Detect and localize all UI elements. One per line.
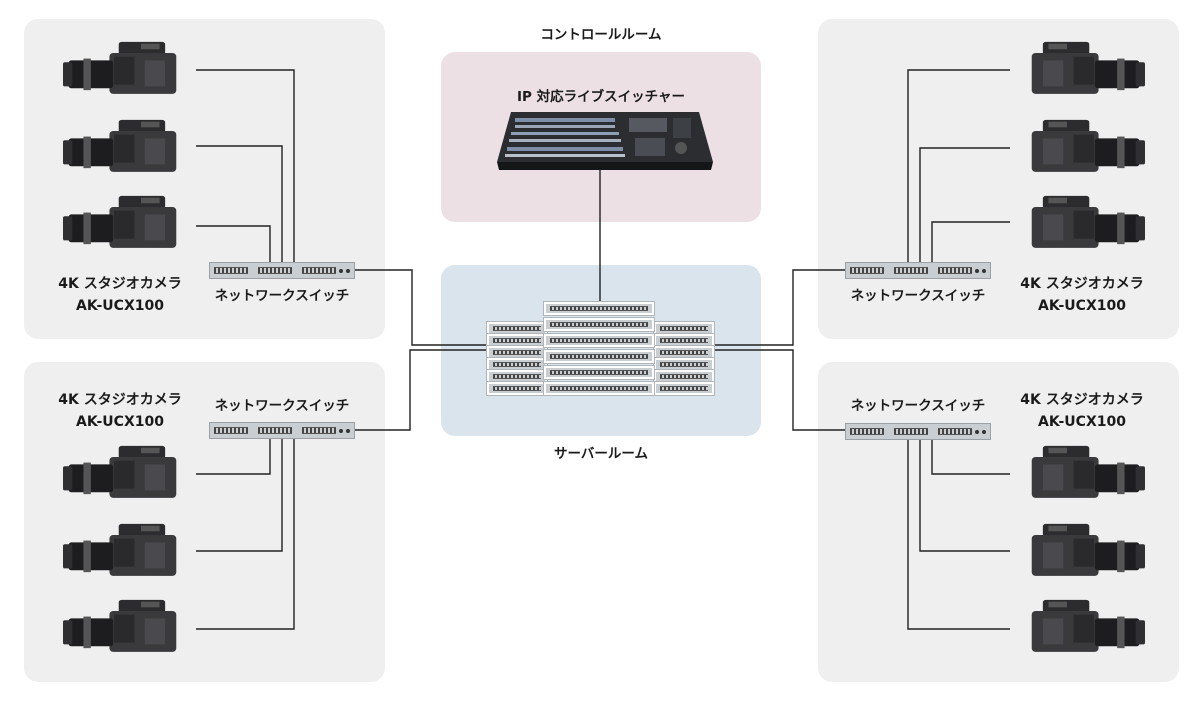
network-switch-top-left xyxy=(209,262,355,279)
core-switch-center-6 xyxy=(544,382,654,395)
core-switch-left-6 xyxy=(487,382,547,395)
network-switch-bottom-right xyxy=(845,423,991,440)
camera-model-type: 4K スタジオカメラ xyxy=(58,392,182,408)
network-switch-bottom-left xyxy=(209,422,355,439)
studio-camera-icon xyxy=(63,445,177,498)
studio-camera-icon xyxy=(63,523,177,576)
wire-br-cam1 xyxy=(931,440,1010,475)
wire-bl-cam3 xyxy=(196,438,295,630)
camera-model-number: AK-UCX100 xyxy=(1038,298,1126,314)
studio-camera-icon xyxy=(1031,599,1145,652)
switch-label-bottom-right: ネットワークスイッチ xyxy=(850,398,986,414)
camera-label-top-right: 4K スタジオカメラ AK-UCX100 xyxy=(997,273,1167,317)
wire-br-switch-core xyxy=(712,349,845,431)
camera-model-number: AK-UCX100 xyxy=(1038,414,1126,430)
wire-bl-cam2 xyxy=(196,438,283,552)
core-switch-center-2 xyxy=(544,318,654,331)
core-switch-center-5 xyxy=(544,366,654,379)
studio-camera-icon xyxy=(63,599,177,652)
camera-model-number: AK-UCX100 xyxy=(76,414,164,430)
switch-label-top-left: ネットワークスイッチ xyxy=(214,288,350,304)
camera-model-type: 4K スタジオカメラ xyxy=(1020,392,1144,408)
studio-camera-icon xyxy=(1031,195,1145,248)
switch-label-bottom-left: ネットワークスイッチ xyxy=(214,398,350,414)
core-switch-center-3 xyxy=(544,334,654,347)
camera-label-top-left: 4K スタジオカメラ AK-UCX100 xyxy=(35,273,205,317)
studio-camera-icon xyxy=(1031,119,1145,172)
server-room-title: サーバールーム xyxy=(554,446,648,462)
studio-camera-icon xyxy=(63,195,177,248)
core-switch-right-6 xyxy=(654,382,714,395)
control-room-title: コントロールルーム xyxy=(540,27,662,43)
studio-camera-icon xyxy=(63,41,177,94)
camera-label-bottom-right: 4K スタジオカメラ AK-UCX100 xyxy=(997,389,1167,433)
wire-br-cam2 xyxy=(919,440,1010,552)
wire-bl-cam1 xyxy=(196,438,271,475)
camera-model-type: 4K スタジオカメラ xyxy=(58,276,182,292)
switcher-label: IP 対応ライブスイッチャー xyxy=(517,89,685,105)
wire-tl-switch-core xyxy=(355,269,488,346)
core-switch-left-5 xyxy=(487,370,547,383)
camera-label-bottom-left: 4K スタジオカメラ AK-UCX100 xyxy=(35,389,205,433)
wire-tl-cam2 xyxy=(196,145,283,262)
studio-camera-icon xyxy=(1031,523,1145,576)
wire-tr-cam2 xyxy=(919,147,1010,262)
wire-tl-cam1 xyxy=(196,69,295,262)
wire-tr-cam1 xyxy=(907,69,1010,262)
studio-camera-icon xyxy=(1031,445,1145,498)
live-switcher-console xyxy=(497,112,713,170)
camera-model-number: AK-UCX100 xyxy=(76,298,164,314)
wire-tl-cam3 xyxy=(196,225,271,262)
core-switch-center-1 xyxy=(544,302,654,315)
wire-tr-switch-core xyxy=(712,269,845,346)
studio-camera-icon xyxy=(63,119,177,172)
camera-model-type: 4K スタジオカメラ xyxy=(1020,276,1144,292)
wire-tr-cam3 xyxy=(931,221,1010,262)
studio-camera-icon xyxy=(1031,41,1145,94)
switch-label-top-right: ネットワークスイッチ xyxy=(850,288,986,304)
wire-br-cam3 xyxy=(907,440,1010,630)
wire-bl-switch-core xyxy=(355,349,488,431)
core-switch-center-4 xyxy=(544,350,654,363)
network-switch-top-right xyxy=(845,262,991,279)
